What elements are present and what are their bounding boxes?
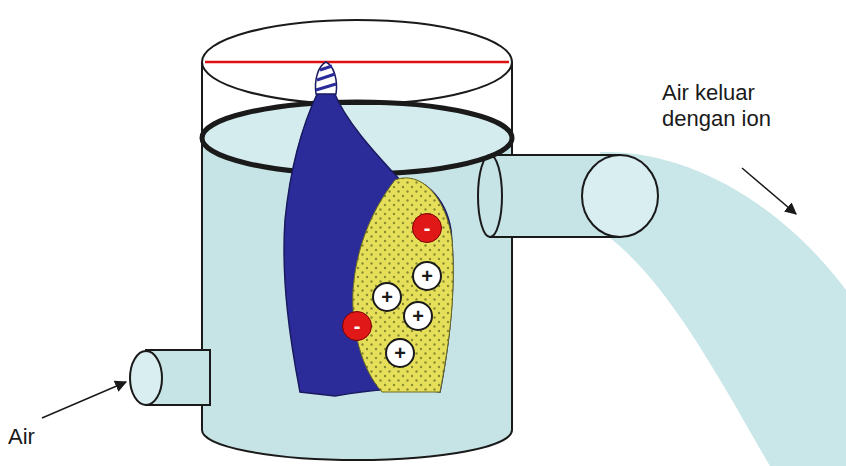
pipe-label: Air keluar dengan ion	[662, 80, 834, 133]
tank-rim	[202, 20, 512, 104]
leader-line	[742, 168, 796, 214]
ion-region	[353, 178, 453, 392]
ion-sign: +	[412, 306, 424, 326]
ion-sign: +	[421, 266, 433, 286]
ion-sign: -	[424, 218, 431, 238]
dialysis-bag	[284, 92, 453, 396]
ion-sign: -	[354, 316, 361, 336]
pipe-label: Air	[8, 424, 88, 450]
ion-sign: +	[381, 287, 393, 307]
bag-knot	[315, 62, 336, 94]
cation: +	[385, 338, 415, 368]
support-rod	[205, 61, 509, 64]
leader-line	[42, 382, 126, 418]
cation: +	[412, 261, 442, 291]
anion: -	[342, 311, 372, 341]
ion-sign: +	[394, 343, 406, 363]
cation: +	[403, 301, 433, 331]
anion: -	[412, 213, 442, 243]
cation: +	[372, 282, 402, 312]
